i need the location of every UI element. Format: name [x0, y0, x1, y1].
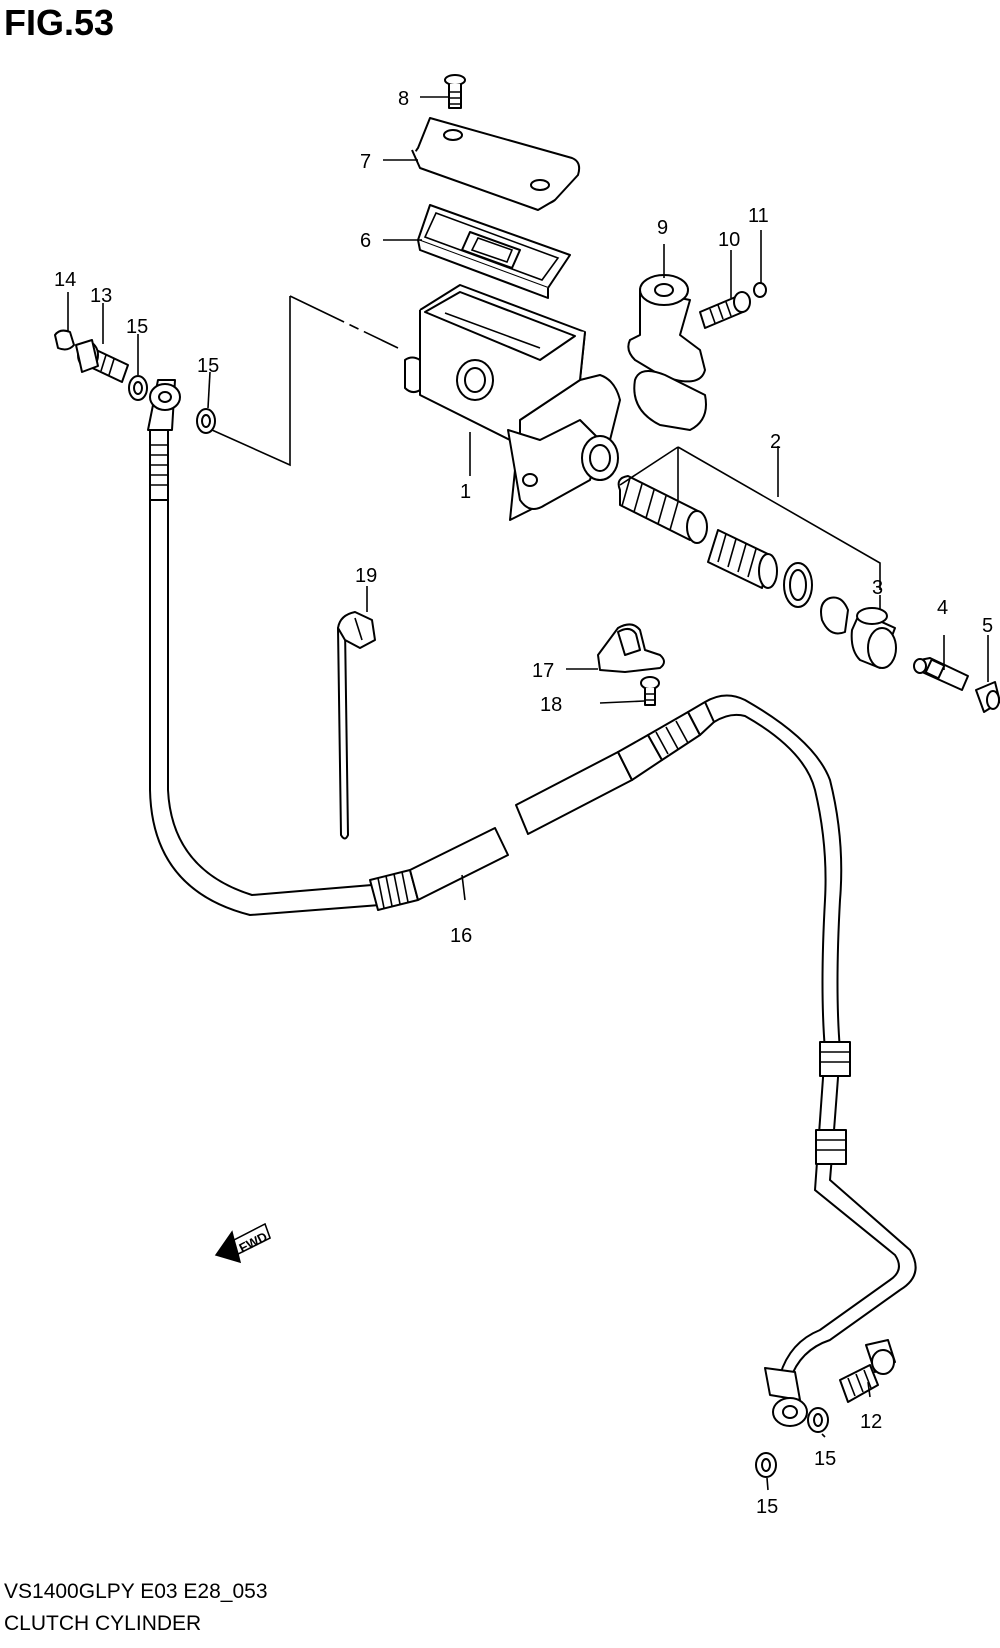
piston-set[interactable] [617, 475, 849, 635]
clutch-hose[interactable] [147, 379, 917, 1427]
hose-clamp[interactable] [597, 623, 665, 673]
callout-5: 5 [982, 615, 993, 637]
callout-7: 7 [360, 151, 371, 173]
callout-15c: 15 [814, 1448, 836, 1470]
banjo-fitting-upper [147, 379, 181, 431]
lever-holder[interactable] [627, 274, 707, 431]
reservoir-diaphragm[interactable] [417, 204, 571, 299]
diagram-caption: CLUTCH CYLINDER [4, 1612, 202, 1635]
callout-17: 17 [532, 660, 554, 682]
callout-8: 8 [398, 88, 409, 110]
reservoir-cap[interactable] [411, 117, 581, 211]
bleeder-cap[interactable] [54, 329, 75, 351]
union-bolt-upper[interactable] [75, 339, 129, 383]
callout-3: 3 [872, 577, 883, 599]
callout-14: 14 [54, 269, 76, 291]
callout-9: 9 [657, 217, 668, 239]
gasket-lower-left[interactable] [755, 1452, 777, 1478]
callout-6: 6 [360, 230, 371, 252]
push-rod-nut[interactable] [975, 681, 1000, 713]
callout-11: 11 [748, 205, 769, 227]
brake-pipe [704, 694, 917, 1381]
gasket-lower-right[interactable] [807, 1407, 829, 1433]
union-bolt-lower[interactable] [839, 1339, 896, 1403]
callout-10: 10 [718, 229, 740, 251]
holder-bolt[interactable] [699, 291, 751, 329]
dust-boot[interactable] [850, 607, 897, 669]
gasket-upper-right[interactable] [196, 408, 216, 434]
clamp-bolt[interactable] [640, 676, 660, 706]
hose-sleeve-upper [149, 429, 169, 501]
cable-tie[interactable] [337, 611, 376, 840]
callout-15b: 15 [197, 355, 219, 377]
model-code: VS1400GLPY E03 E28_053 [4, 1580, 268, 1603]
callout-12: 12 [860, 1411, 882, 1433]
callout-13: 13 [90, 285, 112, 307]
callout-15a: 15 [126, 316, 148, 338]
master-cylinder-body[interactable] [404, 284, 621, 521]
callout-16: 16 [450, 925, 472, 947]
callout-1: 1 [460, 481, 471, 503]
callout-15d: 15 [756, 1496, 778, 1518]
callout-4: 4 [937, 597, 948, 619]
fwd-label: FWD [237, 1229, 270, 1256]
banjo-fitting-lower [764, 1367, 808, 1427]
hose-end-fitting [617, 701, 715, 781]
callout-labels: 1 2 3 4 5 6 7 8 9 10 11 12 13 14 15 15 1… [54, 88, 993, 1518]
hose-segment-a [409, 827, 509, 901]
figure-title: FIG.53 [4, 2, 115, 43]
hose-segment-b [515, 751, 633, 835]
fwd-arrow-icon: FWD [214, 1222, 271, 1264]
push-rod[interactable] [913, 657, 969, 691]
gasket-upper-left[interactable] [128, 375, 148, 401]
leader-lines [67, 96, 989, 1491]
cap-screw[interactable] [444, 74, 466, 109]
callout-19: 19 [355, 565, 377, 587]
callout-18: 18 [540, 694, 562, 716]
holder-washer[interactable] [753, 282, 767, 298]
callout-2: 2 [770, 431, 781, 453]
